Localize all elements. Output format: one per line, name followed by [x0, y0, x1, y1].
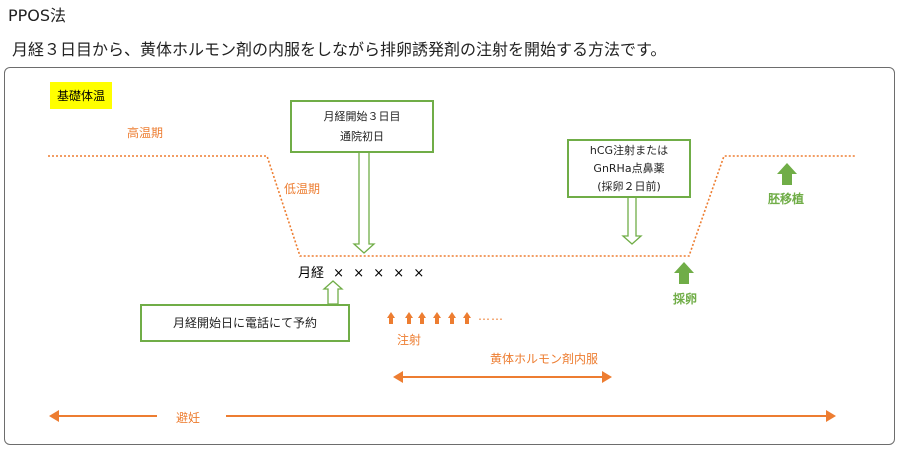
hcg-trigger-box: hCG注射または GnRHa点鼻薬 (採卵２日前) — [567, 139, 691, 198]
menses-mark: × — [413, 266, 425, 281]
injection-dots: …… — [478, 309, 504, 323]
bbt-label: 基礎体温 — [50, 82, 113, 109]
menses-label: 月経 — [298, 266, 325, 281]
contraception-label: 避妊 — [176, 411, 201, 425]
contraception-right-arrow — [226, 410, 836, 422]
diagram-panel — [4, 67, 895, 445]
menses-mark: × — [393, 266, 405, 281]
menses-mark: × — [353, 266, 365, 281]
embryo-transfer-label: 胚移植 — [768, 192, 805, 206]
injection-label: 注射 — [397, 333, 422, 347]
menses-row: 月経 × × × × × — [298, 262, 424, 281]
day3-visit-box: 月経開始３日目 通院初日 — [290, 100, 434, 153]
hcg-line1: hCG注射または — [589, 143, 669, 157]
menses-mark: × — [373, 266, 385, 281]
contraception-left-arrow — [49, 410, 157, 422]
embryo-transfer-arrow — [777, 163, 797, 185]
menses-mark: × — [333, 266, 345, 281]
hcg-line3: (採卵２日前) — [597, 179, 661, 193]
hcg-hollow-arrow — [621, 195, 643, 245]
hcg-line2: GnRHa点鼻薬 — [593, 161, 665, 175]
call-hollow-arrow — [322, 280, 344, 305]
day3-hollow-arrow — [352, 149, 376, 254]
day3-line2: 通院初日 — [340, 129, 384, 143]
page-subtitle: 月経３日目から、黄体ホルモン剤の内服をしながら排卵誘発剤の注射を開始する方法です… — [12, 40, 667, 59]
egg-retrieval-arrow — [674, 262, 694, 284]
egg-retrieval-label: 採卵 — [673, 292, 698, 306]
injection-arrows — [387, 312, 471, 324]
low-temp-label: 低温期 — [284, 182, 321, 196]
phone-reservation-text: 月経開始日に電話にて予約 — [172, 316, 317, 330]
page-title: PPOS法 — [8, 6, 67, 25]
progestin-label: 黄体ホルモン剤内服 — [490, 352, 599, 366]
progestin-range-arrow — [393, 371, 612, 383]
day3-line1: 月経開始３日目 — [323, 109, 401, 123]
bbt-curve — [48, 155, 856, 257]
high-temp-label: 高温期 — [127, 126, 164, 140]
phone-reservation-box: 月経開始日に電話にて予約 — [140, 304, 350, 342]
